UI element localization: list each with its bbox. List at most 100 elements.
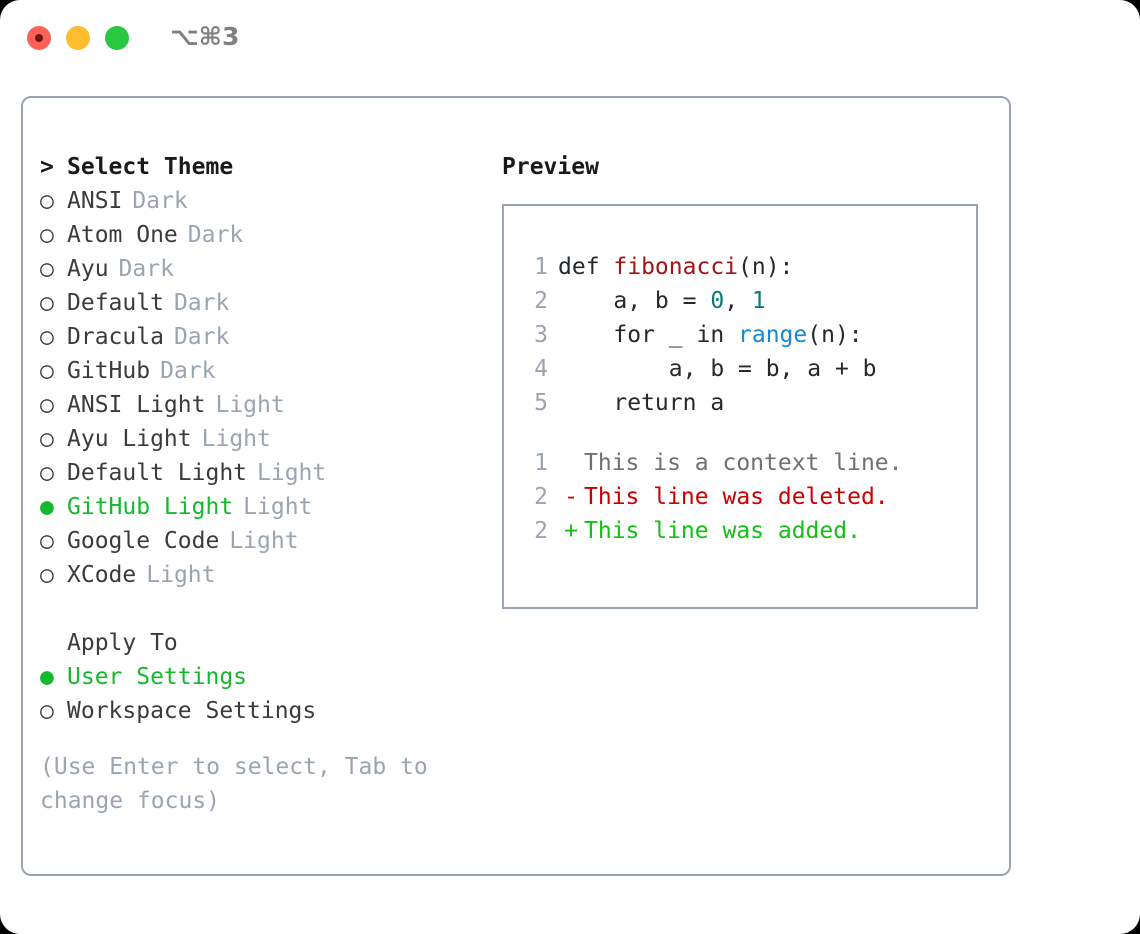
code-line-content: def fibonacci(n): [558,250,793,284]
diff-line-text: This is a context line. [584,450,903,476]
apply-to-header-marker [40,626,67,660]
apply-to-label: Apply To [67,630,178,656]
apply-to-item-label: Workspace Settings [67,698,317,724]
code-line-number: 2 [534,288,548,314]
diff-line: 2 +This line was added. [516,514,903,548]
theme-list-item[interactable]: ○ Default Light Light [40,456,480,490]
radio-unselected-icon[interactable]: ○ [40,290,54,316]
close-button-icon[interactable] [27,26,51,50]
theme-kind-badge: Dark [173,290,230,316]
caret-icon: > [40,154,54,180]
code-token: a, b = [558,288,711,314]
radio-unselected-icon[interactable]: ○ [40,460,54,486]
page-title: Select Theme [67,154,234,180]
radio-unselected-icon[interactable]: ○ [40,698,54,724]
theme-list-item[interactable]: ○ Default Dark [40,286,480,320]
apply-to-list: ●User Settings ○ Workspace Settings [40,660,480,728]
code-line-number: 1 [534,254,548,280]
radio-unselected-icon[interactable]: ○ [40,528,54,554]
theme-kind-badge: Dark [132,188,188,214]
radio-unselected-icon[interactable]: ○ [40,324,54,350]
theme-list-item[interactable]: ○ Ayu Dark [40,252,480,286]
diff-line-text: This line was added. [584,518,861,544]
apply-to-item[interactable]: ○ Workspace Settings [40,694,480,728]
diff-marker: - [564,484,578,510]
theme-name-label: Atom One [67,222,178,248]
code-line: 2 a, b = 0, 1 [516,284,877,318]
code-line: 5 return a [516,386,877,420]
theme-name-label: Dracula [67,324,164,350]
code-line-content: a, b = 0, 1 [558,284,766,318]
code-token: a, b = b, a + b [558,356,877,382]
code-token: 1 [751,288,766,314]
code-token: (n): [807,322,863,348]
code-token: (n): [738,254,794,280]
code-token: for _ in [558,322,739,348]
theme-name-label: ANSI [67,188,123,214]
theme-name-label: Default Light [67,460,248,486]
preview-title: Preview [502,154,599,180]
theme-selector-header: > Select Theme [40,150,480,184]
theme-list-item[interactable]: ○ Ayu Light Light [40,422,480,456]
diff-line: 1 This is a context line. [516,446,903,480]
theme-list-item[interactable]: ○ Google Code Light [40,524,480,558]
theme-name-label: GitHub Light [67,494,234,520]
radio-unselected-icon[interactable]: ○ [40,222,54,248]
minimize-button-icon[interactable] [66,26,90,50]
code-line-number: 5 [534,390,548,416]
theme-name-label: XCode [67,562,137,588]
theme-name-label: GitHub [67,358,151,384]
diff-marker: + [564,518,578,544]
theme-kind-badge: Light [146,562,216,588]
radio-selected-icon[interactable]: ● [40,664,54,690]
radio-unselected-icon[interactable]: ○ [40,256,54,282]
radio-unselected-icon[interactable]: ○ [40,358,54,384]
theme-name-label: Default [67,290,164,316]
code-line-content: return a [558,386,724,420]
theme-name-label: Google Code [67,528,220,554]
diff-line-number: 2 [534,518,548,544]
radio-selected-icon[interactable]: ● [40,494,54,520]
theme-kind-badge: Light [201,426,271,452]
diff-line-number: 1 [534,450,548,476]
radio-unselected-icon[interactable]: ○ [40,562,54,588]
code-line-content: for _ in range(n): [558,318,863,352]
diff-line-text: This line was deleted. [584,484,889,510]
maximize-button-icon[interactable] [105,26,129,50]
theme-kind-badge: Dark [118,256,174,282]
apply-to-item[interactable]: ●User Settings [40,660,480,694]
code-line-number: 4 [534,356,548,382]
theme-name-label: Ayu Light [67,426,192,452]
theme-list-item[interactable]: ○ XCode Light [40,558,480,592]
theme-kind-badge: Light [243,494,313,520]
diff-line: 2-This line was deleted. [516,480,903,514]
theme-kind-badge: Light [215,392,285,418]
title-bar: ⌥⌘3 [0,0,1140,78]
theme-kind-badge: Dark [187,222,244,248]
theme-name-label: Ayu [67,256,109,282]
list-gap [40,592,480,626]
theme-list-item[interactable]: ● GitHub Light Light [40,490,480,524]
radio-unselected-icon[interactable]: ○ [40,188,54,214]
theme-list-item[interactable]: ○ Atom One Dark [40,218,480,252]
code-token: return a [558,390,725,416]
diff-marker [558,446,584,480]
code-token: 0 [710,288,725,314]
theme-list-item[interactable]: ○ ANSI Dark [40,184,480,218]
theme-kind-badge: Light [257,460,327,486]
theme-kind-badge: Light [229,528,299,554]
code-line: 3 for _ in range(n): [516,318,877,352]
radio-unselected-icon[interactable]: ○ [40,426,54,452]
radio-unselected-icon[interactable]: ○ [40,392,54,418]
keyboard-hint: (Use Enter to select, Tab to change focu… [40,754,428,814]
